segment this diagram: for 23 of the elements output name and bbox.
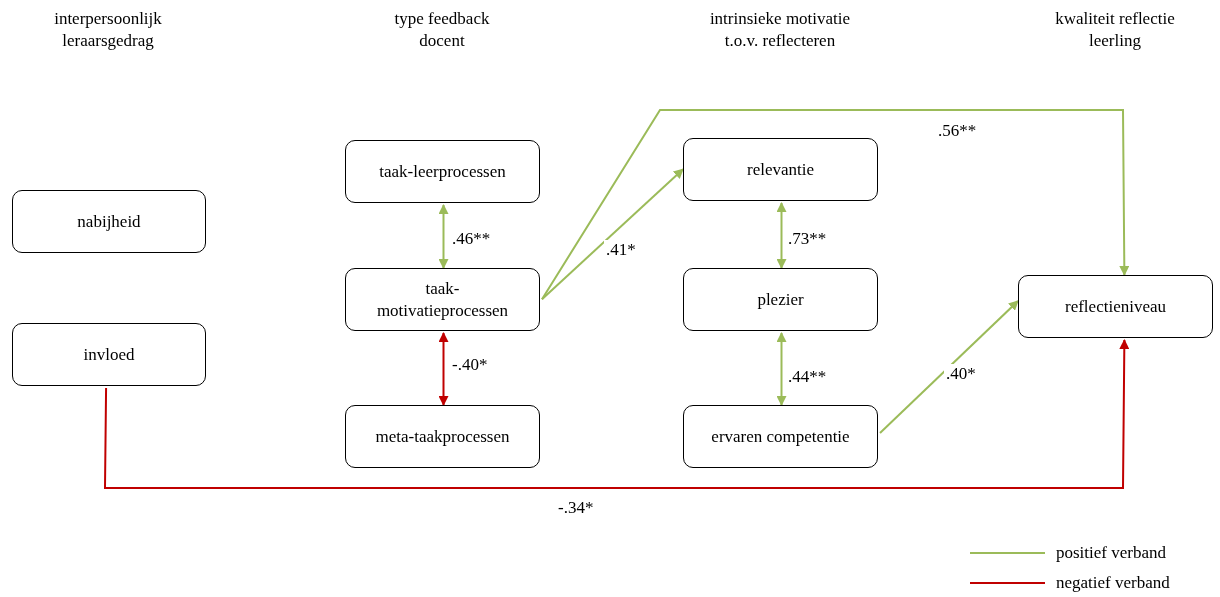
arrow xyxy=(776,332,787,406)
process-box: meta-taakprocessen xyxy=(345,405,540,468)
arrow xyxy=(541,168,684,301)
legend-text: positief verband xyxy=(1056,543,1166,563)
process-box: reflectieniveau xyxy=(1018,275,1213,338)
process-box: plezier xyxy=(683,268,878,331)
process-box: ervaren competentie xyxy=(683,405,878,468)
column-header: kwaliteit reflectie leerling xyxy=(1054,8,1176,52)
process-box: taak-leerprocessen xyxy=(345,140,540,203)
arrow xyxy=(104,339,1130,489)
arrow xyxy=(438,204,449,269)
arrow xyxy=(776,202,787,269)
column-header: intrinsieke motivatie t.o.v. reflecteren xyxy=(708,8,852,52)
process-box: taak-motivatieprocessen xyxy=(345,268,540,331)
arrow xyxy=(438,332,449,406)
column-header: interpersoonlijk leraarsgedrag xyxy=(53,8,163,52)
arrow xyxy=(879,300,1019,434)
process-box: nabijheid xyxy=(12,190,206,253)
process-box: invloed xyxy=(12,323,206,386)
legend-text: negatief verband xyxy=(1056,573,1170,593)
process-box: relevantie xyxy=(683,138,878,201)
arrow xyxy=(541,109,1130,301)
column-header: type feedback docent xyxy=(393,8,491,52)
